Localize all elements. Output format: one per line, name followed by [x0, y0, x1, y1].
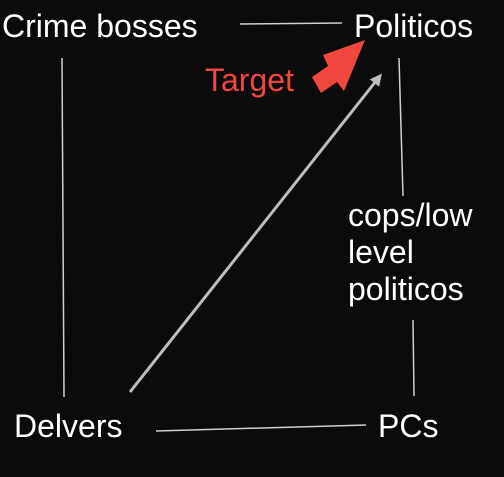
- target-arrow-icon: [312, 40, 365, 93]
- node-politicos: Politicos: [354, 8, 474, 44]
- line-delvers-pcs: [155, 424, 367, 432]
- node-pcs: PCs: [378, 408, 439, 444]
- arrow-delvers-politicos: [128, 73, 382, 393]
- node-delvers: Delvers: [14, 408, 123, 444]
- node-cops-line-3: politicos: [348, 271, 464, 307]
- line-cops-pcs: [412, 319, 415, 397]
- target-label: Target: [205, 62, 294, 98]
- line-politicos-cops: [398, 57, 404, 197]
- node-cops-line-1: cops/low: [348, 197, 473, 233]
- line-crime-bosses-politicos: [239, 22, 343, 25]
- node-cops-line-2: level: [348, 234, 414, 270]
- line-crime-bosses-delvers: [61, 57, 65, 398]
- node-crime-bosses: Crime bosses: [2, 8, 198, 44]
- node-cops-low-level-politicos: cops/low level politicos: [348, 197, 498, 308]
